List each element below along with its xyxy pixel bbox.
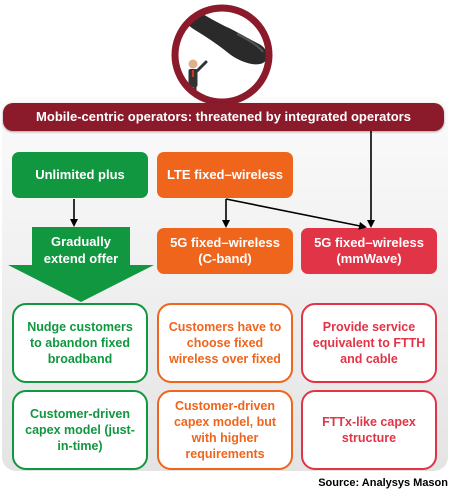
unlimited-plus-box: Unlimited plus [12, 152, 148, 198]
giant-shoe-over-businessman-icon [171, 4, 273, 106]
gradually-extend-arrow [8, 227, 154, 302]
header-banner: Mobile-centric operators: threatened by … [3, 103, 444, 131]
fg-cband-line1: 5G fixed–wireless [170, 235, 280, 250]
gradually-extend-offer-label: Gradually extend offer [43, 234, 119, 266]
fg-mmwave-line1: 5G fixed–wireless [314, 235, 424, 250]
fg-mmwave-line2: (mmWave) [336, 251, 402, 266]
outcome-fttx-capex: FTTx-like capex structure [301, 390, 437, 470]
fg-cband-line2: (C-band) [198, 251, 252, 266]
outcome-capex-just-in-time: Customer-driven capex model (just-in-tim… [12, 390, 148, 470]
fg-mmwave-box: 5G fixed–wireless (mmWave) [301, 228, 437, 274]
outcome-customers-choose: Customers have to choose fixed wireless … [157, 303, 293, 383]
lte-fixed-wireless-box: LTE fixed–wireless [157, 152, 293, 198]
source-caption: Source: Analysys Mason [318, 477, 448, 489]
outcome-capex-higher-requirements: Customer-driven capex model, but with hi… [157, 390, 293, 470]
fg-cband-box: 5G fixed–wireless (C-band) [157, 228, 293, 274]
outcome-provide-service: Provide service equivalent to FTTH and c… [301, 303, 437, 383]
outcome-nudge-customers: Nudge customers to abandon fixed broadba… [12, 303, 148, 383]
